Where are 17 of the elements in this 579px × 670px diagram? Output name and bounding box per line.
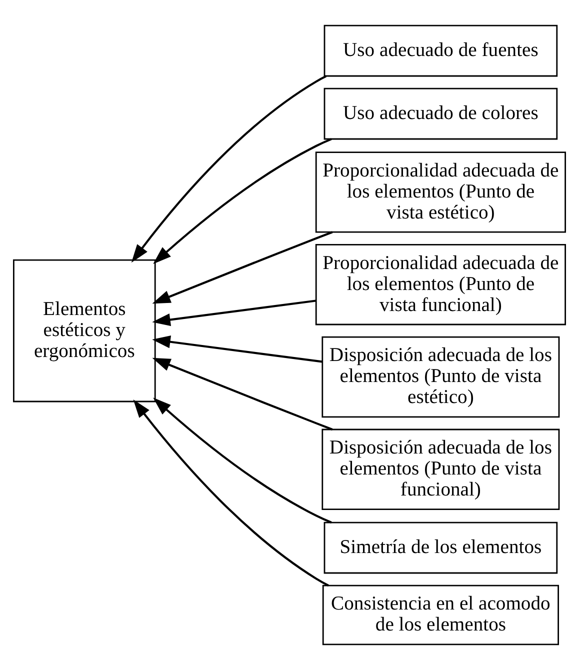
arrow [152,358,333,430]
arrow [153,138,332,264]
arrow [133,400,329,586]
arrow [152,336,322,363]
node-box: Disposición adecuada de los elementos (Punto de vista estético) [322,336,560,418]
node-box: Uso adecuado de fuentes [324,24,558,77]
arrow [152,231,333,304]
node-box: Simetría de los elementos [324,522,558,574]
node-box: Disposición adecuada de los elementos (Punto de vista funcional) [322,428,560,510]
node-box: Uso adecuado de colores [324,88,558,140]
node-box: Consistencia en el acomodo de los elementos [322,584,559,646]
arrow [153,398,332,524]
arrow [131,75,327,263]
node-box: Proporcionalidad adecuada de los elementos (Punto de vista funcional) [315,244,566,326]
node-box: Proporcionalidad adecuada de los elementos (Punto de vista estético) [315,152,566,233]
arrow [152,300,316,326]
node-box: Elementos estéticos y ergonómicos [13,259,156,402]
